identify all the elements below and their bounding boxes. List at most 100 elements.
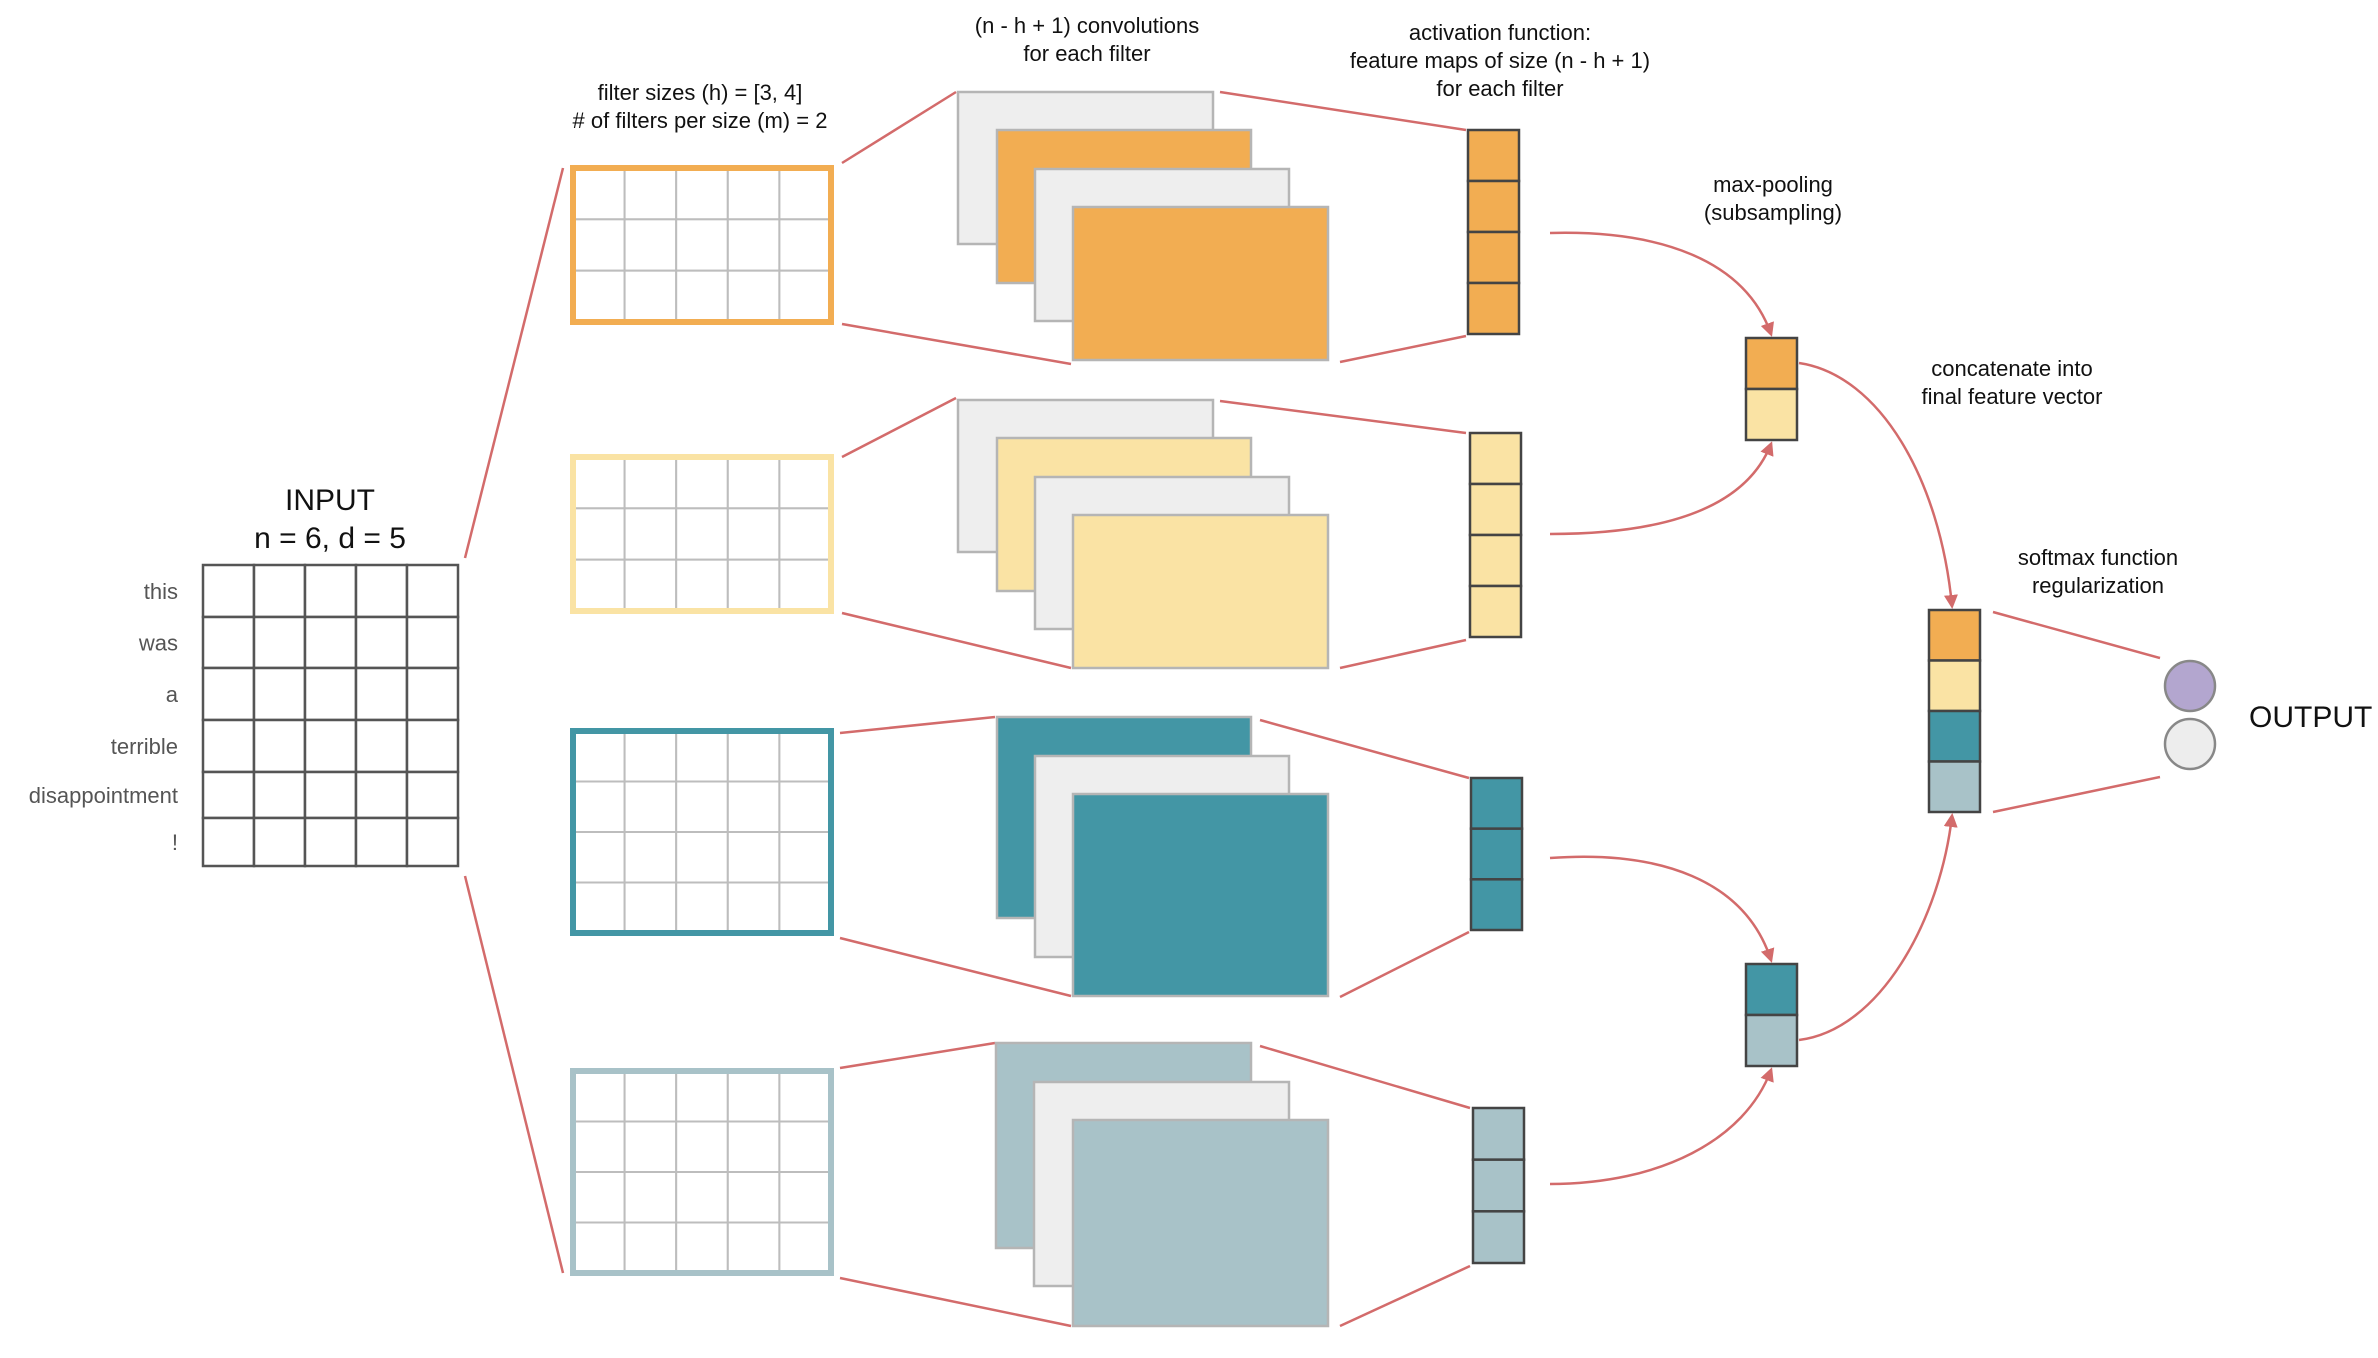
filter-cell (675, 780, 729, 833)
subsampling-label: (subsampling) (1704, 200, 1842, 225)
filter-cell (726, 269, 781, 323)
filter-cell (623, 507, 678, 561)
filter-cell (726, 1120, 781, 1173)
input-cell (303, 770, 358, 820)
flow-arrow (1549, 441, 1774, 536)
filter-cell (572, 1120, 626, 1173)
filter-cell (572, 780, 626, 833)
filter-cell (778, 831, 833, 884)
filter-cell (778, 507, 833, 561)
feature-map-plane (1071, 205, 1330, 362)
convolutions-sublabel: for each filter (1023, 41, 1150, 66)
input-cell (405, 718, 460, 774)
input-cell (303, 615, 358, 670)
filter-cell (726, 1070, 781, 1123)
filter-cell (623, 558, 678, 613)
filter-cell (778, 558, 833, 613)
vector-cell (1468, 533, 1523, 588)
input-cell (201, 666, 256, 722)
filter-cell (778, 1221, 833, 1274)
input-cell (252, 816, 307, 868)
input-word-0: this (144, 579, 178, 604)
filter-cell (778, 1120, 833, 1173)
filter-cell (778, 730, 833, 783)
connector-line (1992, 610, 2161, 660)
filter-cell (726, 1171, 781, 1224)
filter-cell (726, 730, 781, 783)
convolution-stack-3 (995, 715, 1330, 998)
convolutions-label: (n - h + 1) convolutions (975, 13, 1199, 38)
input-word-3: terrible (111, 734, 178, 759)
connector-line (1339, 334, 1467, 364)
connector-line (839, 1041, 996, 1070)
filter-cell (572, 456, 626, 510)
filter-cell (726, 167, 781, 221)
convolution-stacks (956, 90, 1330, 1328)
max-pooling-label: max-pooling (1713, 172, 1833, 197)
filter-cell (623, 1171, 678, 1224)
filter-cell (778, 780, 833, 833)
filter-cell (726, 456, 781, 510)
input-cell (201, 770, 256, 820)
input-cell (201, 816, 256, 868)
input-cell (405, 615, 460, 670)
filter-cell (675, 507, 729, 561)
input-cell (252, 718, 307, 774)
filter-cell (675, 1171, 729, 1224)
connector-line (841, 396, 957, 459)
vector-cell (1471, 1158, 1526, 1213)
filter-cell (623, 881, 678, 934)
vector-cell (1927, 709, 1982, 763)
vector-cell (1466, 179, 1521, 234)
input-cell (354, 770, 409, 820)
connector-lines (463, 90, 2161, 1328)
filter-cell (778, 218, 833, 272)
filter-4 (570, 1068, 834, 1276)
connector-line (841, 322, 1072, 366)
flow-arrows (1549, 231, 1958, 1186)
filter-cell (623, 1070, 678, 1123)
convolution-stack-2 (956, 398, 1330, 670)
filter-cell (572, 269, 626, 323)
flow-arrow (1549, 1067, 1774, 1186)
filter-cell (572, 167, 626, 221)
connector-line (839, 1276, 1072, 1328)
filter-cell (623, 1221, 678, 1274)
filter-cell (726, 1221, 781, 1274)
regularization-label: regularization (2032, 573, 2164, 598)
convolution-stack-4 (994, 1041, 1330, 1328)
filter-cell (675, 831, 729, 884)
input-cell (201, 563, 256, 619)
input-word-1: was (138, 631, 178, 656)
filter-border (570, 1068, 834, 1276)
connector-line (841, 90, 957, 165)
filter-cell (572, 881, 626, 934)
filter-cell (675, 1070, 729, 1123)
input-cell (405, 816, 460, 868)
input-cell (354, 563, 409, 619)
filter-cell (726, 831, 781, 884)
output-node-1 (2163, 659, 2217, 713)
concatenate-label: concatenate into (1931, 356, 2092, 381)
vector-cell (1468, 482, 1523, 537)
filter-cell (623, 1120, 678, 1173)
connector-line (463, 167, 565, 559)
connector-line (1219, 90, 1467, 132)
vector-cell (1469, 878, 1524, 932)
pooled-vector-1 (1744, 336, 1799, 442)
concatenated-vector (1927, 608, 1982, 814)
input-cell (354, 718, 409, 774)
filter-cell (675, 218, 729, 272)
filter-cell (778, 269, 833, 323)
filter-matrices (570, 165, 834, 1276)
activation-vector-4 (1471, 1106, 1526, 1265)
flow-arrow (1549, 231, 1774, 337)
filter-cell (778, 881, 833, 934)
input-cell (303, 816, 358, 868)
input-title: INPUT (285, 484, 375, 517)
filter-cell (623, 831, 678, 884)
activation-label: activation function: (1409, 20, 1591, 45)
filter-cell (623, 456, 678, 510)
activation-vector-1 (1466, 128, 1521, 336)
